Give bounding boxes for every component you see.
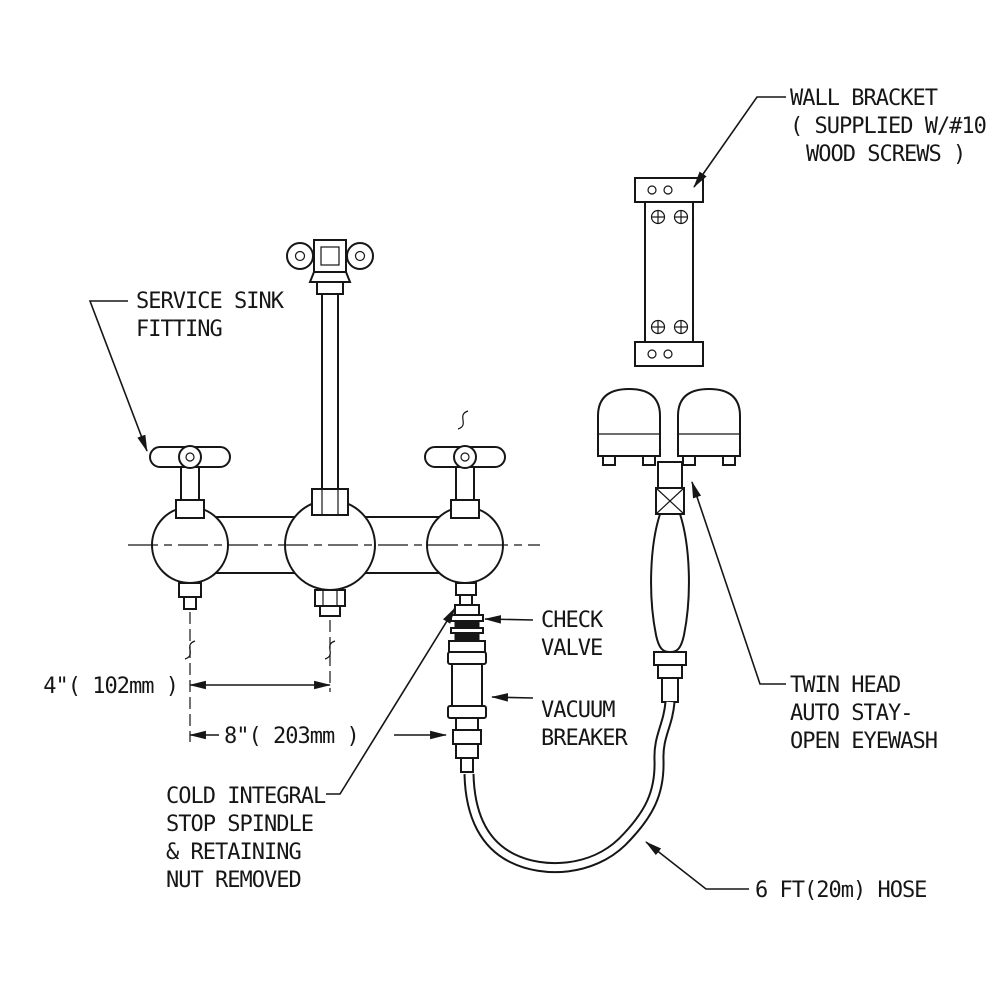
centerline-break-icon <box>457 410 469 430</box>
cold-integral-leader <box>326 607 456 795</box>
right-outlet <box>455 582 477 606</box>
centerline-break-icon <box>184 640 196 660</box>
bracket-bottom-plate <box>634 341 704 367</box>
labels: WALL BRACKET ( SUPPLIED W/#10 WOOD SCREW… <box>43 86 987 903</box>
eyewash-valve-handle <box>650 461 690 703</box>
twin-head-leader <box>691 480 786 685</box>
twin-head-label: TWIN HEAD <box>790 673 900 698</box>
cold-integral-label: STOP SPINDLE <box>166 812 313 837</box>
dimensions <box>184 410 469 742</box>
dim-8in-label: 8"( 203mm ) <box>224 724 359 749</box>
service-sink-label: FITTING <box>136 317 222 342</box>
vacuum-breaker-label: VACUUM <box>541 698 615 723</box>
twin-head-label: OPEN EYEWASH <box>790 729 937 754</box>
wall-bracket-label: WALL BRACKET <box>790 86 938 111</box>
eyewash-left-head <box>597 387 661 466</box>
centerline-break-icon <box>324 640 336 660</box>
wall-bracket-label: WOOD SCREWS ) <box>806 142 965 167</box>
bracket-screw-icon <box>650 319 666 335</box>
cold-integral-label: NUT REMOVED <box>166 868 301 893</box>
bracket-body <box>644 201 694 343</box>
vacuum-breaker-label: BREAKER <box>541 726 628 751</box>
hose-label: 6 FT(20m) HOSE <box>755 878 926 903</box>
bracket-screw-icon <box>673 209 689 225</box>
bracket-screw-icon <box>673 319 689 335</box>
service-sink-leader <box>88 300 148 452</box>
bracket-screw-icon <box>650 209 666 225</box>
check-valve-label: CHECK <box>541 608 604 633</box>
cold-integral-label: COLD INTEGRAL <box>166 784 326 809</box>
service-sink-label: SERVICE SINK <box>136 289 285 314</box>
cold-integral-label: & RETAINING <box>166 840 301 865</box>
eyewash-right-head <box>677 387 741 466</box>
faucet-riser <box>286 239 374 489</box>
check-valve-label: VALVE <box>541 636 602 661</box>
hose-leader <box>645 841 749 890</box>
twin-head-label: AUTO STAY- <box>790 701 912 726</box>
check-valve-leader <box>483 615 534 624</box>
left-valve <box>149 445 231 519</box>
center-spout <box>314 589 346 617</box>
riser-coupling <box>311 488 349 516</box>
leader-lines <box>88 96 786 890</box>
vacuum-breaker-leader <box>490 693 534 702</box>
wall-bracket-drawing <box>634 177 704 367</box>
right-valve <box>424 445 506 519</box>
hose-drawing <box>463 701 676 874</box>
left-outlet <box>178 582 202 610</box>
bracket-top-plate <box>634 177 704 203</box>
check-valve-drawing <box>448 604 486 653</box>
faucet-assembly <box>128 239 540 617</box>
vacuum-breaker-drawing <box>447 651 487 773</box>
dim-4in-label: 4"( 102mm ) <box>43 674 178 699</box>
wall-bracket-leader <box>693 96 786 188</box>
eyewash-assembly <box>597 387 741 703</box>
wall-bracket-label: ( SUPPLIED W/#10 <box>790 114 986 139</box>
faucet-top-bracket <box>286 239 374 295</box>
